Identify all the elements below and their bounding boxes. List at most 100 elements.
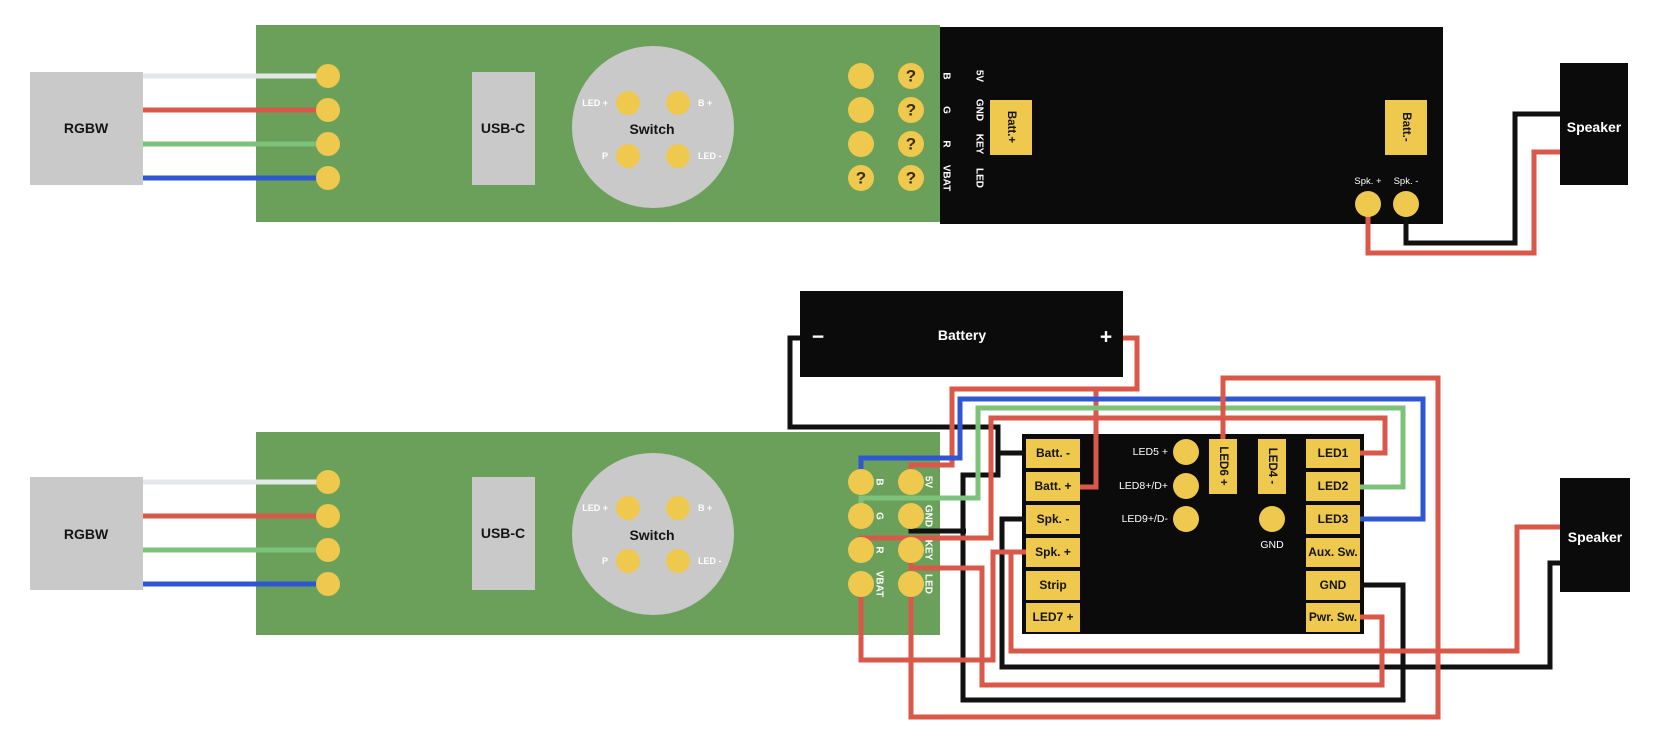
terminal-led3 (1306, 505, 1360, 534)
pad (316, 504, 340, 528)
switch-pad (666, 144, 690, 168)
board-pin-vbat: VBAT (874, 571, 885, 597)
board-pin-gnd: GND (923, 505, 934, 527)
pad (898, 63, 924, 89)
terminal-label: Strip (1039, 578, 1066, 592)
switch-pin-label: P (602, 556, 608, 566)
terminal-label: LED1 (1318, 446, 1349, 460)
batt-plus-label-top: Batt.+ (1005, 111, 1017, 144)
terminal-label: LED6 + (1217, 446, 1229, 486)
terminal-batt-plus (1026, 472, 1080, 501)
controller-gnd-pad (1259, 506, 1285, 532)
overlay-layer: RGBW USB-C Switch LED + B + P LED - ? ? … (64, 63, 1623, 632)
terminal-led4 (1258, 439, 1286, 494)
pad (848, 63, 874, 89)
amp-pin-led: LED (974, 168, 985, 188)
amp-pin-r: R (941, 140, 952, 148)
terminal-label: LED4 - (1266, 448, 1278, 485)
switch-pin-label: B + (698, 503, 712, 513)
terminal-led1 (1306, 439, 1360, 468)
pad (848, 165, 874, 191)
terminal-led2 (1306, 472, 1360, 501)
wire-ground-bus-to-gnd-terminal (960, 453, 1406, 703)
amp-pin-g: G (941, 106, 952, 114)
terminal-batt-minus (1026, 439, 1080, 468)
wire-b-pad-to-led3 (858, 396, 1426, 522)
pad (316, 98, 340, 122)
amp-pin-vbat: VBAT (941, 165, 952, 191)
terminal-gnd (1306, 571, 1360, 600)
controller-gnd-label: GND (1260, 539, 1284, 551)
pad (848, 131, 874, 157)
battery-block (800, 291, 1123, 377)
switch-label-top: Switch (629, 121, 674, 137)
switch-pin-label: LED - (698, 556, 722, 566)
rgbw-label-top: RGBW (64, 120, 109, 136)
speaker-label-top: Speaker (1567, 119, 1622, 135)
switch-pad (666, 496, 690, 520)
pad (316, 470, 340, 494)
wire-vbat-pad-to-spk-plus (858, 549, 1026, 663)
mid-label-led5: LED5 + (1133, 446, 1168, 458)
switch-pin-label: LED - (698, 151, 722, 161)
amp-pin-b: B (941, 72, 952, 79)
amp-pin-gnd: GND (974, 99, 985, 121)
switch-bottom (572, 453, 734, 615)
wire-battery-plus-to-batt-plus (1080, 389, 1099, 490)
wire-spk-minus-to-speaker (999, 516, 1560, 670)
vbat-pad (848, 571, 874, 597)
switch-pad (616, 496, 640, 520)
usbc-port-bottom (472, 477, 535, 590)
spk-plus-pad-top (1355, 191, 1381, 217)
pad (898, 165, 924, 191)
terminal-led6 (1209, 439, 1237, 494)
terminal-label: Aux. Sw. (1308, 545, 1358, 559)
switch-pad (616, 549, 640, 573)
switch-pad (666, 91, 690, 115)
led8-pad (1173, 473, 1199, 499)
terminal-strip (1026, 571, 1080, 600)
pad (898, 131, 924, 157)
wire-key-pad-to-pwr-sw (908, 550, 1385, 688)
wire-spk-plus-to-speaker (1008, 524, 1560, 654)
wire-top-speaker-red (1365, 149, 1560, 256)
wire-battery-plus-to-5v (908, 335, 1140, 482)
speaker-top (1560, 63, 1628, 185)
led-pad (898, 571, 924, 597)
5v-pad (898, 469, 924, 495)
switch-label-bottom: Switch (629, 527, 674, 543)
base-layer (30, 25, 1630, 635)
terminal-label: Batt. - (1036, 446, 1070, 460)
question-mark: ? (906, 101, 916, 120)
spk-minus-pad-top (1393, 191, 1419, 217)
wire-g-pad-to-led2 (858, 405, 1406, 516)
board-pin-led: LED (923, 574, 934, 594)
question-mark: ? (906, 135, 916, 154)
pad (316, 572, 340, 596)
board-pin-key: KEY (923, 540, 934, 561)
speaker-label-bottom: Speaker (1568, 529, 1623, 545)
led5-pad (1173, 439, 1199, 465)
terminal-label: Spk. + (1035, 545, 1071, 559)
speaker-bottom (1560, 478, 1630, 592)
pad (316, 166, 340, 190)
board-pin-b: B (874, 478, 885, 485)
terminal-spk-minus (1026, 505, 1080, 534)
wire-led-pad-to-led6 (908, 375, 1441, 720)
switch-pin-label: LED + (582, 98, 608, 108)
switch-pad (666, 549, 690, 573)
g-pad (848, 503, 874, 529)
terminal-label: Pwr. Sw. (1309, 610, 1357, 624)
key-pad (898, 537, 924, 563)
battery-label: Battery (938, 327, 986, 343)
question-mark: ? (856, 169, 866, 188)
rgbw-label-bottom: RGBW (64, 526, 109, 542)
board-pin-r: R (874, 546, 885, 554)
switch-pin-label: B + (698, 98, 712, 108)
switch-pad (616, 91, 640, 115)
battery-plus-sign: + (1100, 326, 1112, 349)
wire-top-speaker-black (1403, 111, 1560, 246)
rgbw-connector-top (30, 72, 143, 185)
